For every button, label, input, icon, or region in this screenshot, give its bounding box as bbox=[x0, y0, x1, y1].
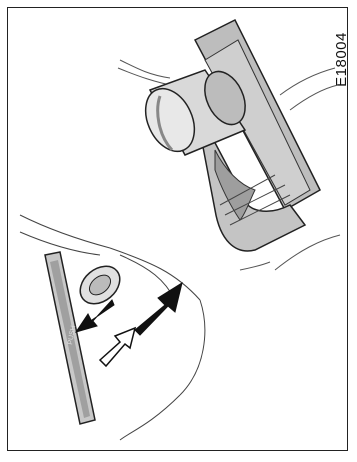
release-knob bbox=[73, 259, 127, 312]
push-arrow-icon bbox=[76, 300, 114, 332]
pull-arrow-icon bbox=[135, 283, 182, 335]
release-arrow-icon bbox=[100, 328, 135, 366]
console-outline bbox=[20, 215, 205, 440]
